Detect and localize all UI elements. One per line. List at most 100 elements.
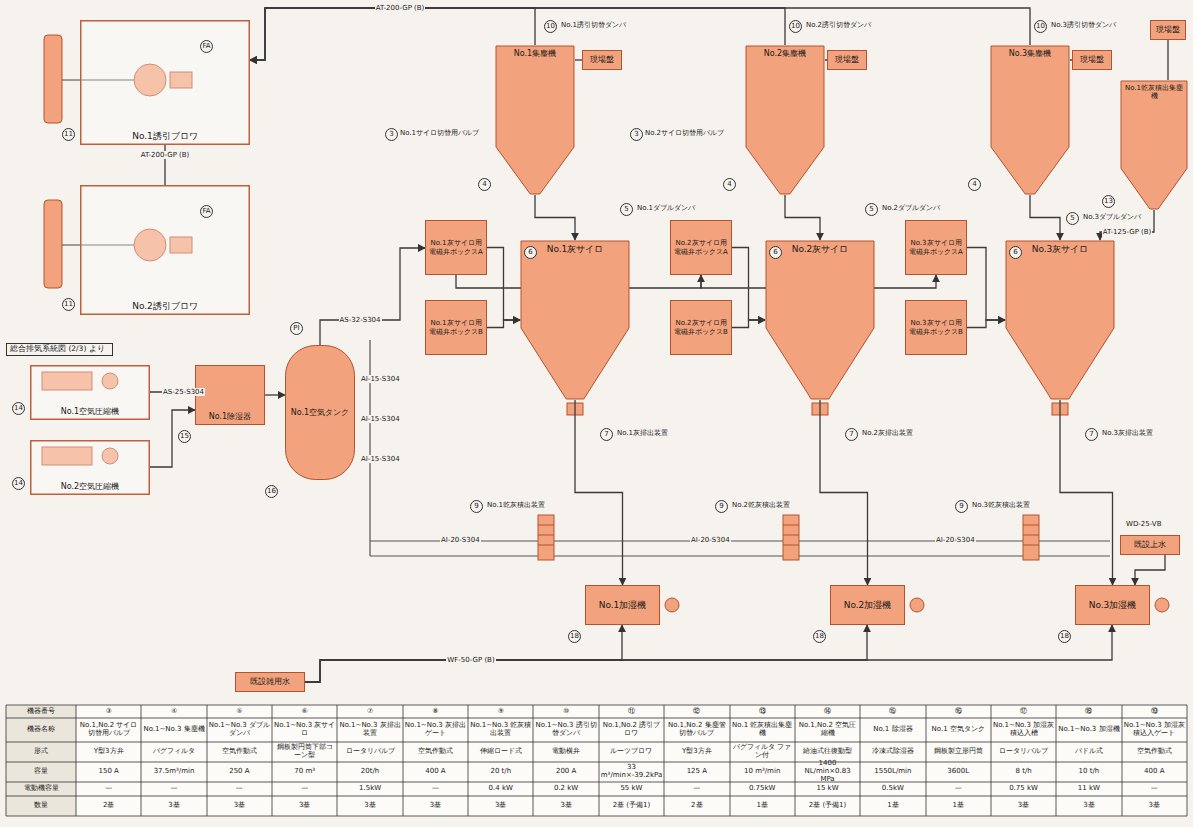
- part-label: No.1サイロ切替用バルブ: [399, 129, 480, 137]
- table-cell: 250 A: [208, 763, 271, 782]
- box-outline: [671, 221, 732, 275]
- table-cell: 3基: [338, 797, 401, 816]
- table-cell: 3基: [1123, 797, 1186, 816]
- table-cell: —: [1123, 783, 1186, 796]
- table-cell: 形式: [7, 743, 75, 762]
- table-cell: ⑤: [208, 706, 271, 718]
- equipment-box: No.3灰サイロ用電磁弁ボックスB: [905, 300, 967, 355]
- pipe-connector: [265, 394, 285, 395]
- pipe-spec: AS-32-S304: [339, 316, 382, 324]
- tank-outline: [286, 346, 355, 480]
- equipment-box: 既設上水: [1120, 535, 1180, 555]
- callout-number: 10: [789, 20, 802, 33]
- pipe-connector: [732, 248, 765, 321]
- table-cell: No.1~No.3 加湿機: [1057, 719, 1120, 742]
- equipment-name: No.1誘引ブロワ: [132, 131, 198, 141]
- box-outline: [1151, 21, 1186, 40]
- equipment-frame: No.2誘引ブロワ: [80, 185, 250, 315]
- table-cell: Y型3方弁: [77, 743, 140, 762]
- ash-silo: No.3灰サイロ: [1005, 240, 1115, 400]
- table-cell: ⑧: [404, 706, 467, 718]
- shape-outline: [80, 20, 250, 145]
- part-label: No.1灰排出装置: [616, 429, 669, 437]
- loader-bellows: [1023, 515, 1039, 560]
- equipment-name: No.2集塵機: [764, 49, 806, 58]
- table-cell: No.1~No.3 ダブルダンパ: [208, 719, 271, 742]
- callout-number: 11: [62, 298, 75, 311]
- table-cell: 冷凍式除湿器: [861, 743, 924, 762]
- table-cell: —: [927, 783, 990, 796]
- callout-number: 15: [178, 430, 191, 443]
- table-cell: 55 kW: [600, 783, 663, 796]
- callout-number: 10: [1034, 20, 1047, 33]
- part-label: WD-25-VB: [1125, 520, 1162, 528]
- equipment-frame: No.1空気圧縮機: [30, 365, 150, 420]
- air-header-line: [370, 340, 1110, 556]
- table-cell: ⑪: [600, 706, 663, 718]
- table-cell: No.1~No.3 灰サイロ: [273, 719, 336, 742]
- table-cell: ⑫: [665, 706, 728, 718]
- box-outline: [906, 301, 967, 355]
- equipment-name: No.1加湿機: [599, 600, 647, 610]
- equipment-name: 現場盤: [1156, 25, 1180, 34]
- part-label: No.2誘引切替ダンパ: [805, 21, 872, 29]
- air-tank: No.1空気タンク: [285, 345, 355, 480]
- table-cell: 給油式往復動型: [796, 743, 859, 762]
- table-cell: 37.5m³/min: [142, 763, 205, 782]
- table-cell: No.1~No.3 誘引切替ダンパ: [534, 719, 597, 742]
- dust-collector: No.1乾灰積出集塵機: [1120, 80, 1188, 210]
- callout-number: 6: [769, 246, 782, 259]
- table-cell: ⑦: [338, 706, 401, 718]
- table-cell: 11 kW: [1057, 783, 1120, 796]
- callout-number: 3: [630, 128, 643, 141]
- table-cell: 3基: [404, 797, 467, 816]
- callout-number: 13: [1102, 195, 1115, 208]
- table-cell: 3基: [142, 797, 205, 816]
- table-cell: 15 kW: [796, 783, 859, 796]
- dust-collector: No.2集塵機: [745, 45, 825, 195]
- reference-note: 総合排気系統図 (2/3) より: [6, 343, 113, 356]
- pipe-connector: [1135, 555, 1165, 585]
- callout-number: 5: [620, 203, 633, 216]
- equipment-box: No.1灰サイロ用電磁弁ボックスB: [425, 300, 487, 355]
- table-cell: 鋼板製円筒下部コーン型: [273, 743, 336, 762]
- table-cell: ⑯: [927, 706, 990, 718]
- equipment-box: No.3加湿機: [1075, 585, 1150, 625]
- pipe-connector: [575, 59, 582, 60]
- equipment-frame: No.2空気圧縮機: [30, 440, 150, 495]
- part-label: AI-20-S304: [690, 536, 731, 544]
- callout-number: 4: [968, 178, 981, 191]
- table-cell: 1基: [927, 797, 990, 816]
- equipment-name: No.2加湿機: [844, 600, 892, 610]
- part-label: No.2ダブルダンパ: [881, 204, 941, 212]
- callout-number: 7: [1085, 428, 1098, 441]
- part-label: AI-15-S304: [360, 375, 401, 383]
- table-cell: 空気作動式: [1123, 743, 1186, 762]
- callout-number: 4: [478, 178, 491, 191]
- table-cell: 3基: [469, 797, 532, 816]
- callout-number: 7: [845, 428, 858, 441]
- table-cell: 200 A: [534, 763, 597, 782]
- equipment-name: No.1灰サイロ用電磁弁ボックスA: [428, 239, 484, 255]
- table-cell: 20t/h: [338, 763, 401, 782]
- shape-outline: [80, 185, 250, 315]
- equipment-box: 現場盤: [1150, 20, 1186, 40]
- callout-number: 6: [524, 246, 537, 259]
- pipe-connector: [535, 195, 575, 240]
- pipe-spec: AS-25-S304: [162, 388, 205, 396]
- equipment-name: No.1空気圧縮機: [61, 407, 119, 416]
- callout-number: 11: [62, 128, 75, 141]
- table-cell: ⑲: [1123, 706, 1186, 718]
- box-outline: [828, 51, 867, 70]
- table-cell: No.1,No.2 集塵管切替バルブ: [665, 719, 728, 742]
- table-cell: 0.75 kW: [992, 783, 1055, 796]
- pipe-connector: [825, 59, 827, 60]
- frame-outline: [81, 186, 250, 315]
- table-cell: 鋼板製立形円筒: [927, 743, 990, 762]
- dust-collector: No.1集塵機: [495, 45, 575, 195]
- table-cell: 400 A: [404, 763, 467, 782]
- table-cell: 機器名称: [7, 719, 75, 742]
- equipment-box: No.2加湿機: [830, 585, 905, 625]
- silo-outline: [766, 241, 874, 399]
- table-cell: 10 t/h: [1057, 763, 1120, 782]
